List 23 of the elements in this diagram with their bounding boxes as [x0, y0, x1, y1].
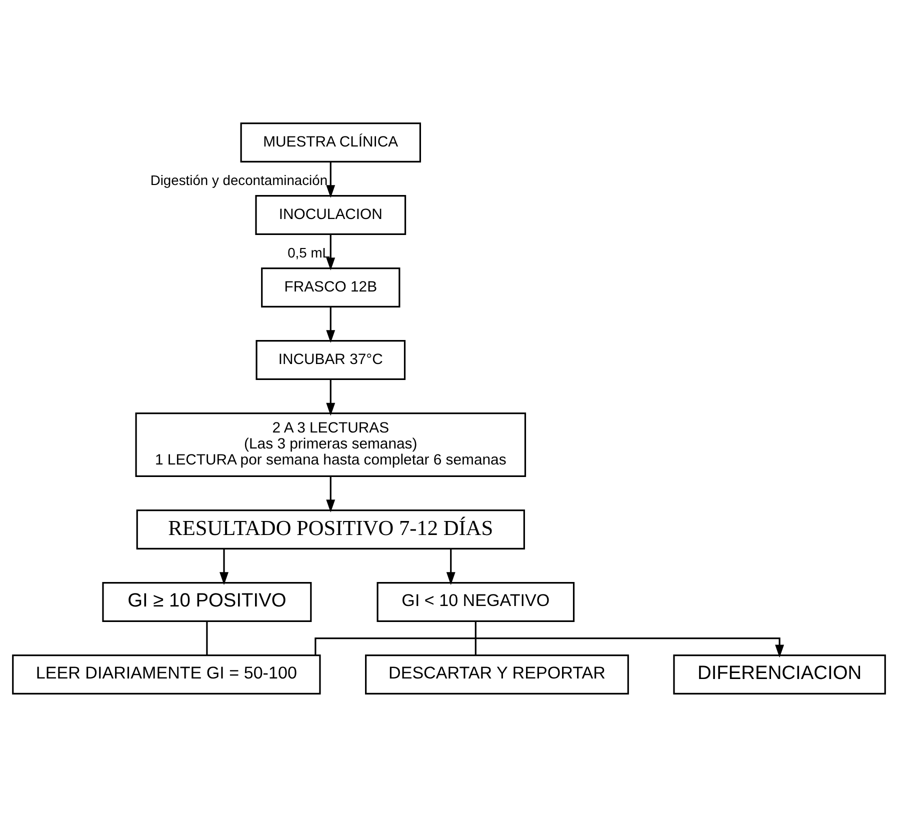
- arrow: [326, 234, 336, 270]
- node-box: 2 A 3 LECTURAS (Las 3 primeras semanas) 1 LECTURA por semana hasta completar 6 semanas: [135, 412, 526, 477]
- connector: [206, 621, 208, 656]
- connector: [474, 621, 476, 656]
- node-box: INOCULACION: [255, 194, 406, 235]
- arrow: [446, 548, 456, 585]
- edge-label: Digestión y decontaminación: [150, 172, 328, 188]
- node-box: GI < 10 NEGATIVO: [376, 582, 575, 622]
- edge-label: 0,5 mL: [288, 244, 330, 260]
- node-box: LEER DIARIAMENTE GI = 50-100: [12, 654, 321, 695]
- arrow: [220, 548, 228, 585]
- arrow: [326, 162, 336, 198]
- node-box: DIFERENCIACION: [673, 654, 886, 695]
- arrow: [326, 476, 336, 512]
- arrow: [326, 306, 336, 343]
- node-box: RESULTADO POSITIVO 7-12 DÍAS: [136, 510, 525, 550]
- node-box: FRASCO 12B: [261, 267, 400, 308]
- arrow: [326, 379, 336, 416]
- node-box: MUESTRA CLÍNICA: [240, 122, 421, 162]
- node-box: GI ≥ 10 POSITIVO: [102, 582, 312, 622]
- node-box: DESCARTAR Y REPORTAR: [365, 654, 629, 695]
- node-box: INCUBAR 37°C: [256, 340, 406, 380]
- arrow: [314, 637, 784, 658]
